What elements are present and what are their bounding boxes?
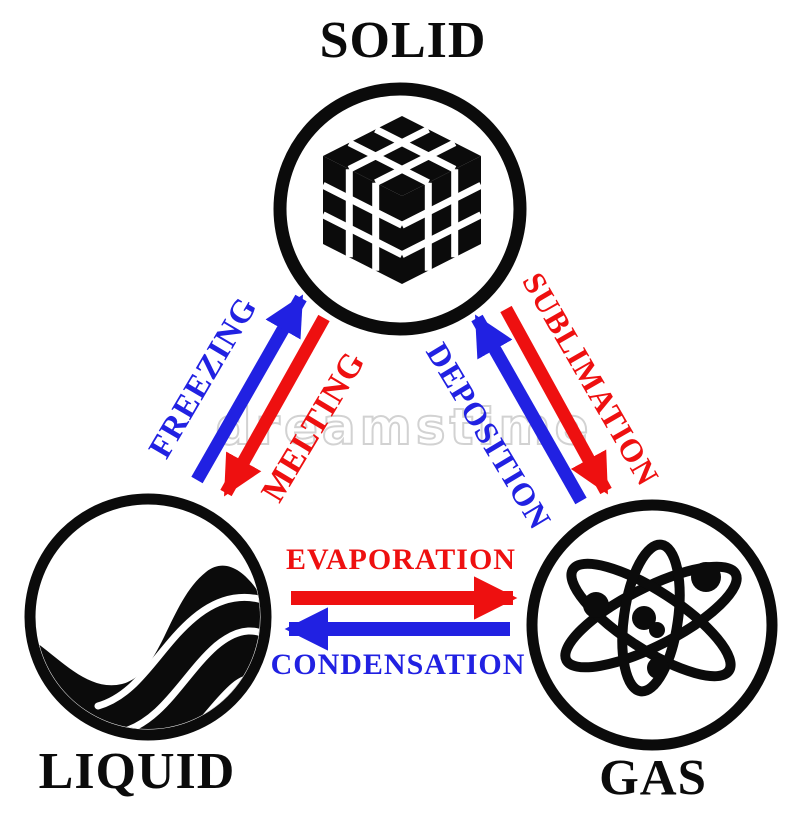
wave-icon <box>36 565 260 729</box>
gas-node <box>526 499 778 751</box>
sublimation-arrow <box>500 305 612 495</box>
cube-icon <box>321 116 483 284</box>
evaporation-label: EVAPORATION <box>286 543 516 576</box>
melting-arrow <box>220 314 330 497</box>
atom-icon <box>560 539 742 697</box>
condensation-label: CONDENSATION <box>270 648 526 681</box>
deposition-arrow <box>471 314 587 505</box>
solid-node <box>273 82 527 336</box>
solid-label: SOLID <box>319 12 487 69</box>
freezing-arrow <box>191 294 307 484</box>
liquid-label: LIQUID <box>38 743 236 800</box>
liquid-node <box>24 493 272 741</box>
gas-label: GAS <box>599 750 707 807</box>
